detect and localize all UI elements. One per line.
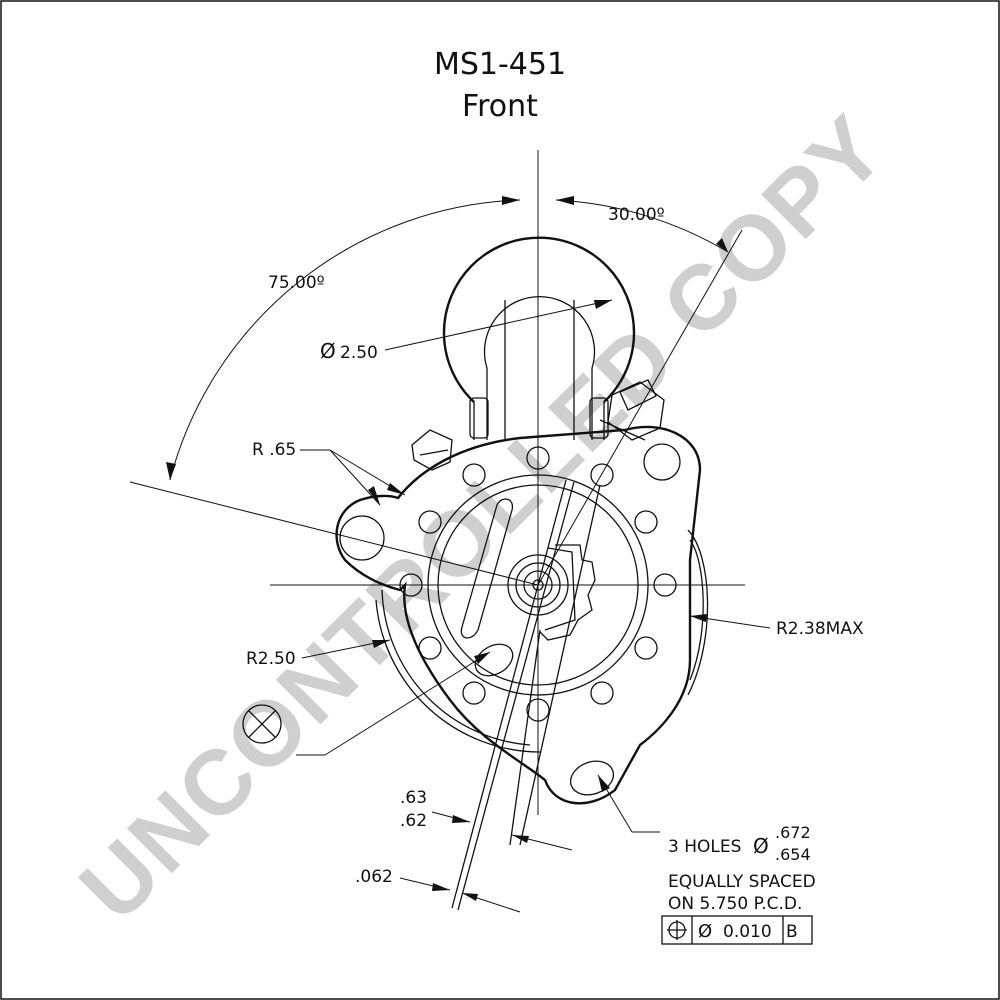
dim-0062-label: .062 bbox=[355, 867, 393, 887]
tolerance-value: 0.010 bbox=[723, 922, 772, 942]
holes-line-2: ON 5.750 P.C.D. bbox=[668, 894, 802, 914]
radius-238-label: R2.38MAX bbox=[776, 619, 864, 639]
radius-065-label: R .65 bbox=[252, 440, 296, 460]
holes-diameter-symbol: Ø bbox=[753, 834, 769, 858]
angle-30-label: 30.00º bbox=[608, 205, 665, 225]
side-bolt bbox=[411, 429, 453, 471]
holes-leader bbox=[597, 774, 660, 833]
dim-062-label: .62 bbox=[400, 811, 427, 831]
radius-238-dimension: R2.38MAX bbox=[689, 614, 864, 639]
holes-note: 3 HOLES Ø .672 .654 EQUALLY SPACED ON 5.… bbox=[668, 823, 816, 914]
diameter-symbol: Ø bbox=[320, 339, 336, 363]
mounting-flange bbox=[335, 425, 709, 805]
thickness-dimension: .062 bbox=[355, 867, 521, 913]
view-title: Front bbox=[462, 89, 538, 124]
holes-prefix: 3 HOLES bbox=[668, 837, 741, 857]
holes-lower-limit: .654 bbox=[775, 845, 811, 864]
diameter-250-label: 2.50 bbox=[340, 343, 378, 363]
angle-dimension-75: 75.00º bbox=[129, 196, 539, 586]
tolerance-diameter-symbol: Ø bbox=[698, 921, 712, 942]
holes-upper-limit: .672 bbox=[775, 823, 811, 842]
diameter-dimension: Ø 2.50 bbox=[320, 299, 613, 363]
tolerance-datum: B bbox=[786, 922, 798, 942]
radius-250-dimension: R2.50 bbox=[246, 639, 391, 669]
dim-063-label: .63 bbox=[400, 788, 427, 808]
width-dimension: .63 .62 bbox=[400, 788, 573, 851]
angle-75-label: 75.00º bbox=[268, 273, 325, 293]
radius-065-dimension: R .65 bbox=[252, 440, 406, 506]
hole-leader bbox=[296, 651, 491, 756]
bolt-hole-ring bbox=[399, 446, 677, 722]
tolerance-frame: Ø 0.010 B bbox=[661, 915, 813, 945]
radius-250-label: R2.50 bbox=[246, 649, 296, 669]
position-icon bbox=[667, 920, 687, 940]
holes-line-1: EQUALLY SPACED bbox=[668, 872, 816, 892]
watermark-text: UNCONTROLLED COPY bbox=[61, 96, 905, 940]
center-mark-symbol bbox=[242, 704, 282, 744]
drawing-title: MS1-451 bbox=[434, 47, 566, 82]
angle-dimension-30: 30.00º bbox=[537, 196, 743, 586]
drive-lever bbox=[451, 479, 601, 911]
